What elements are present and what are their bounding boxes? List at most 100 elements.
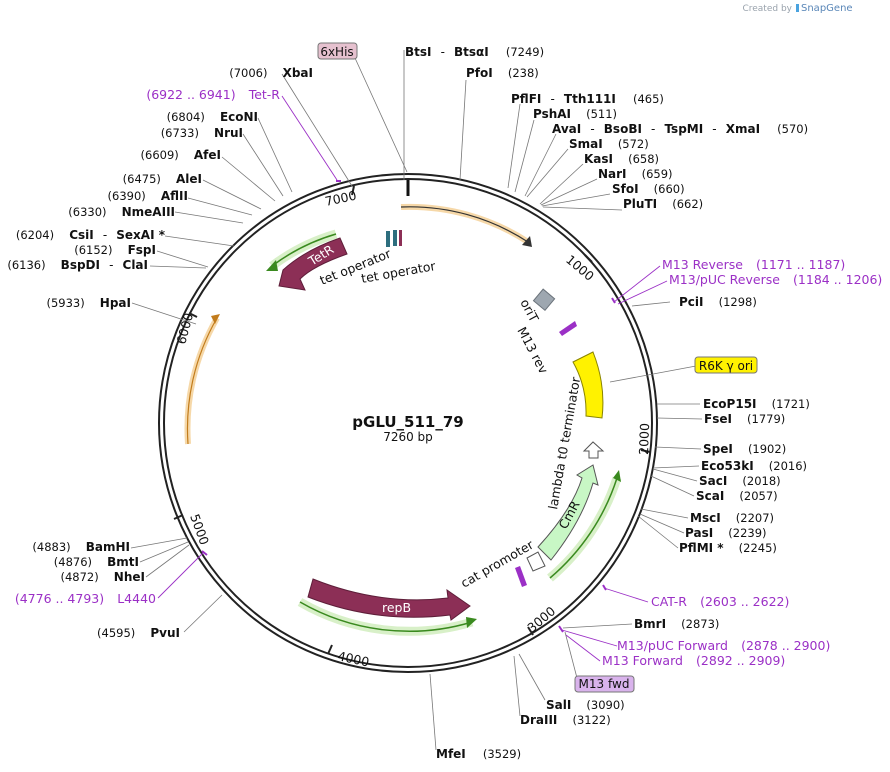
primer-name: M13 Reverse xyxy=(662,257,743,272)
site-mfei: MfeI (3529) xyxy=(436,743,521,762)
site-pshai: PshAI (511) xyxy=(533,103,617,122)
leader-smai xyxy=(526,148,569,198)
leader-fspi xyxy=(156,250,209,268)
site-aflii: (6390) AflII xyxy=(108,185,188,204)
m13-rev-arrow xyxy=(559,321,577,336)
site-name: PshAI xyxy=(533,107,571,121)
site-kasi: KasI (658) xyxy=(584,148,659,167)
site-name-4: XmaI xyxy=(726,122,760,136)
primer-leaders xyxy=(157,95,668,662)
tick-7000 xyxy=(351,185,355,196)
site-name: SalI xyxy=(546,698,571,712)
tick-6000 xyxy=(188,312,198,318)
tetr-green-arrowhead xyxy=(266,260,278,271)
site-pos: (658) xyxy=(628,152,659,166)
leader-sfoi xyxy=(541,193,611,207)
repb-green-arrowhead xyxy=(466,617,477,628)
plasmid-name: pGLU_511_79 xyxy=(352,413,463,431)
leader-pluti xyxy=(542,206,623,211)
site-name: PciI xyxy=(679,295,704,309)
leader-pvui xyxy=(183,594,223,633)
site-bmti: (4876) BmtI xyxy=(54,551,139,570)
leader-fsei xyxy=(656,417,703,420)
orit-box xyxy=(532,288,556,311)
site-pos: (2245) xyxy=(739,541,777,555)
leader-r6k xyxy=(609,365,697,383)
site-pos: (6609) xyxy=(141,148,179,162)
site-sep: - xyxy=(109,258,113,272)
leader-eco53ki xyxy=(652,465,700,469)
site-name: NarI xyxy=(598,167,627,181)
site-pos: (6390) xyxy=(108,189,146,203)
tick-3000 xyxy=(527,626,534,636)
leader-afei xyxy=(221,156,276,202)
site-pos: (662) xyxy=(672,197,703,211)
cat-promoter-arrow xyxy=(526,551,546,572)
site-pos: (4872) xyxy=(60,570,98,584)
primer-name: M13 Forward xyxy=(602,653,683,668)
site-pos: (659) xyxy=(642,167,673,181)
tick-marks xyxy=(173,185,651,655)
site-name: PflFI xyxy=(511,92,541,106)
cmr-green-line xyxy=(549,477,618,579)
leader-spei xyxy=(654,446,702,450)
leader-draiii xyxy=(513,655,521,717)
site-pos: (1298) xyxy=(719,295,757,309)
orf-arrowhead-top xyxy=(522,236,532,247)
site-sep: - xyxy=(550,92,554,106)
site-pos: (7006) xyxy=(229,66,267,80)
tick-label-6000: 6000 xyxy=(173,311,196,346)
leader-m13fwd xyxy=(564,631,578,679)
tick-label-2000: 2000 xyxy=(636,423,652,455)
primer-leader-catr xyxy=(603,587,649,603)
site-bmri: BmrI (2873) xyxy=(634,613,719,632)
site-name: SfoI xyxy=(612,182,639,196)
site-name-2: ClaI xyxy=(123,258,148,272)
site-name: FspI xyxy=(128,243,156,257)
leader-msci xyxy=(640,508,689,519)
site-name: SpeI xyxy=(703,442,733,456)
primer-range: (6922 .. 6941) xyxy=(146,87,235,102)
leader-avai xyxy=(524,133,557,197)
site-pos: (572) xyxy=(618,137,649,151)
site-pos: (6152) xyxy=(74,243,112,257)
site-nhei: (4872) NheI xyxy=(60,566,145,585)
leader-pshai xyxy=(514,119,535,193)
m13-fwd-label: M13 fwd xyxy=(579,677,630,691)
site-name: ScaI xyxy=(696,489,724,503)
primer-cat-r: CAT-R (2603 .. 2622) xyxy=(651,591,789,610)
credit-name: SnapGene xyxy=(801,3,853,14)
site-sep: - xyxy=(103,228,107,242)
primer-leader-m13rev xyxy=(613,265,661,303)
site-name-3: TspMI xyxy=(664,122,703,136)
leader-nhei xyxy=(145,544,190,578)
site-pos: (7249) xyxy=(506,45,544,59)
site-econi: (6804) EcoNI xyxy=(167,106,258,125)
site-csii: (6204) CsiI - SexAI * xyxy=(16,224,166,243)
tick-label-7000: 7000 xyxy=(324,188,358,209)
site-pos: (4876) xyxy=(54,555,92,569)
leader-aflii xyxy=(187,197,253,216)
site-name: XbaI xyxy=(283,66,313,80)
site-pos: (465) xyxy=(633,92,664,106)
primer-name: M13/pUC Forward xyxy=(617,638,728,653)
sites-left: (7006) XbaI (6804) EcoNI (6733) NruI (66… xyxy=(7,66,313,640)
leader-6xhis xyxy=(354,57,408,173)
site-pflmi: PflMI * (2245) xyxy=(679,537,777,556)
site-pos: (2873) xyxy=(681,617,719,631)
primer-l4440: (4776 .. 4793) L4440 xyxy=(15,588,156,607)
primer-mark-l4440 xyxy=(201,550,208,556)
site-pos: (2207) xyxy=(736,511,774,525)
site-name: BamHI xyxy=(86,540,130,554)
site-name: NmeAIII xyxy=(122,205,175,219)
site-saci: SacI (2018) xyxy=(699,470,781,489)
site-pos: (2057) xyxy=(739,489,777,503)
site-name: AfeI xyxy=(194,148,221,162)
site-sep: - xyxy=(590,122,594,136)
site-pos: (4883) xyxy=(32,540,70,554)
leader-pfoi xyxy=(459,79,467,181)
site-pos: (570) xyxy=(777,122,808,136)
r6k-ori-label: R6K γ ori xyxy=(699,359,753,373)
site-pos: (1902) xyxy=(748,442,786,456)
site-nrui: (6733) NruI xyxy=(161,122,243,141)
